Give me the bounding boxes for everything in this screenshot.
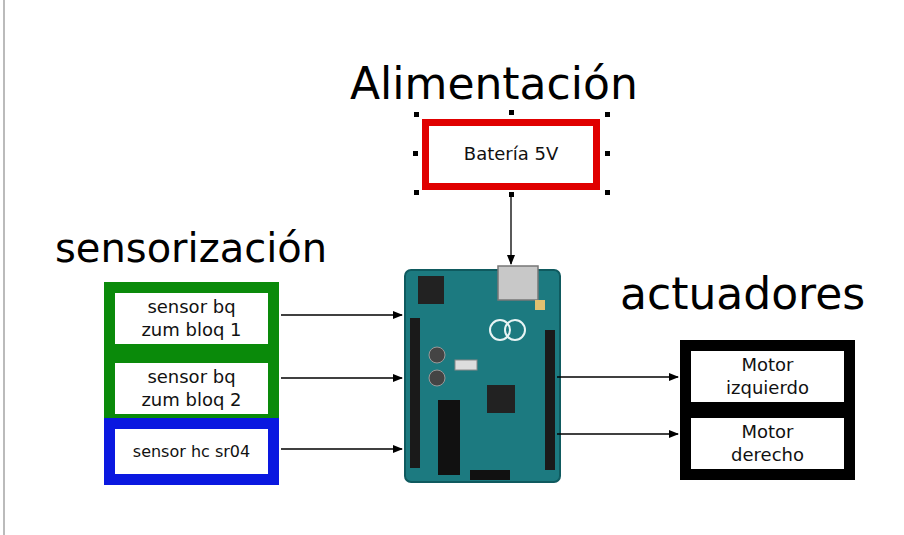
box-label: Batería 5V	[464, 143, 558, 166]
signal-arrows	[281, 197, 678, 449]
motor-box: Motor izquierdo	[680, 340, 855, 413]
sensor-box: sensor bq zum bloq 1	[104, 282, 279, 355]
motor-box: Motor derecho	[680, 407, 855, 480]
battery-box: Batería 5V	[422, 119, 600, 190]
section-heading: sensorización	[55, 228, 327, 268]
section-heading: Alimentación	[350, 62, 638, 106]
box-label: Motor izquierdo	[713, 354, 823, 399]
box-label: sensor hc sr04	[133, 442, 250, 462]
sensor-box: sensor bq zum bloq 2	[104, 352, 279, 425]
box-label: sensor bq zum bloq 1	[129, 296, 254, 341]
section-heading: actuadores	[620, 272, 865, 316]
box-label: sensor bq zum bloq 2	[129, 366, 254, 411]
selection-handles	[413, 110, 610, 197]
box-label: Motor derecho	[713, 421, 823, 466]
arduino-board	[405, 266, 560, 482]
sensor-box: sensor hc sr04	[104, 418, 279, 485]
